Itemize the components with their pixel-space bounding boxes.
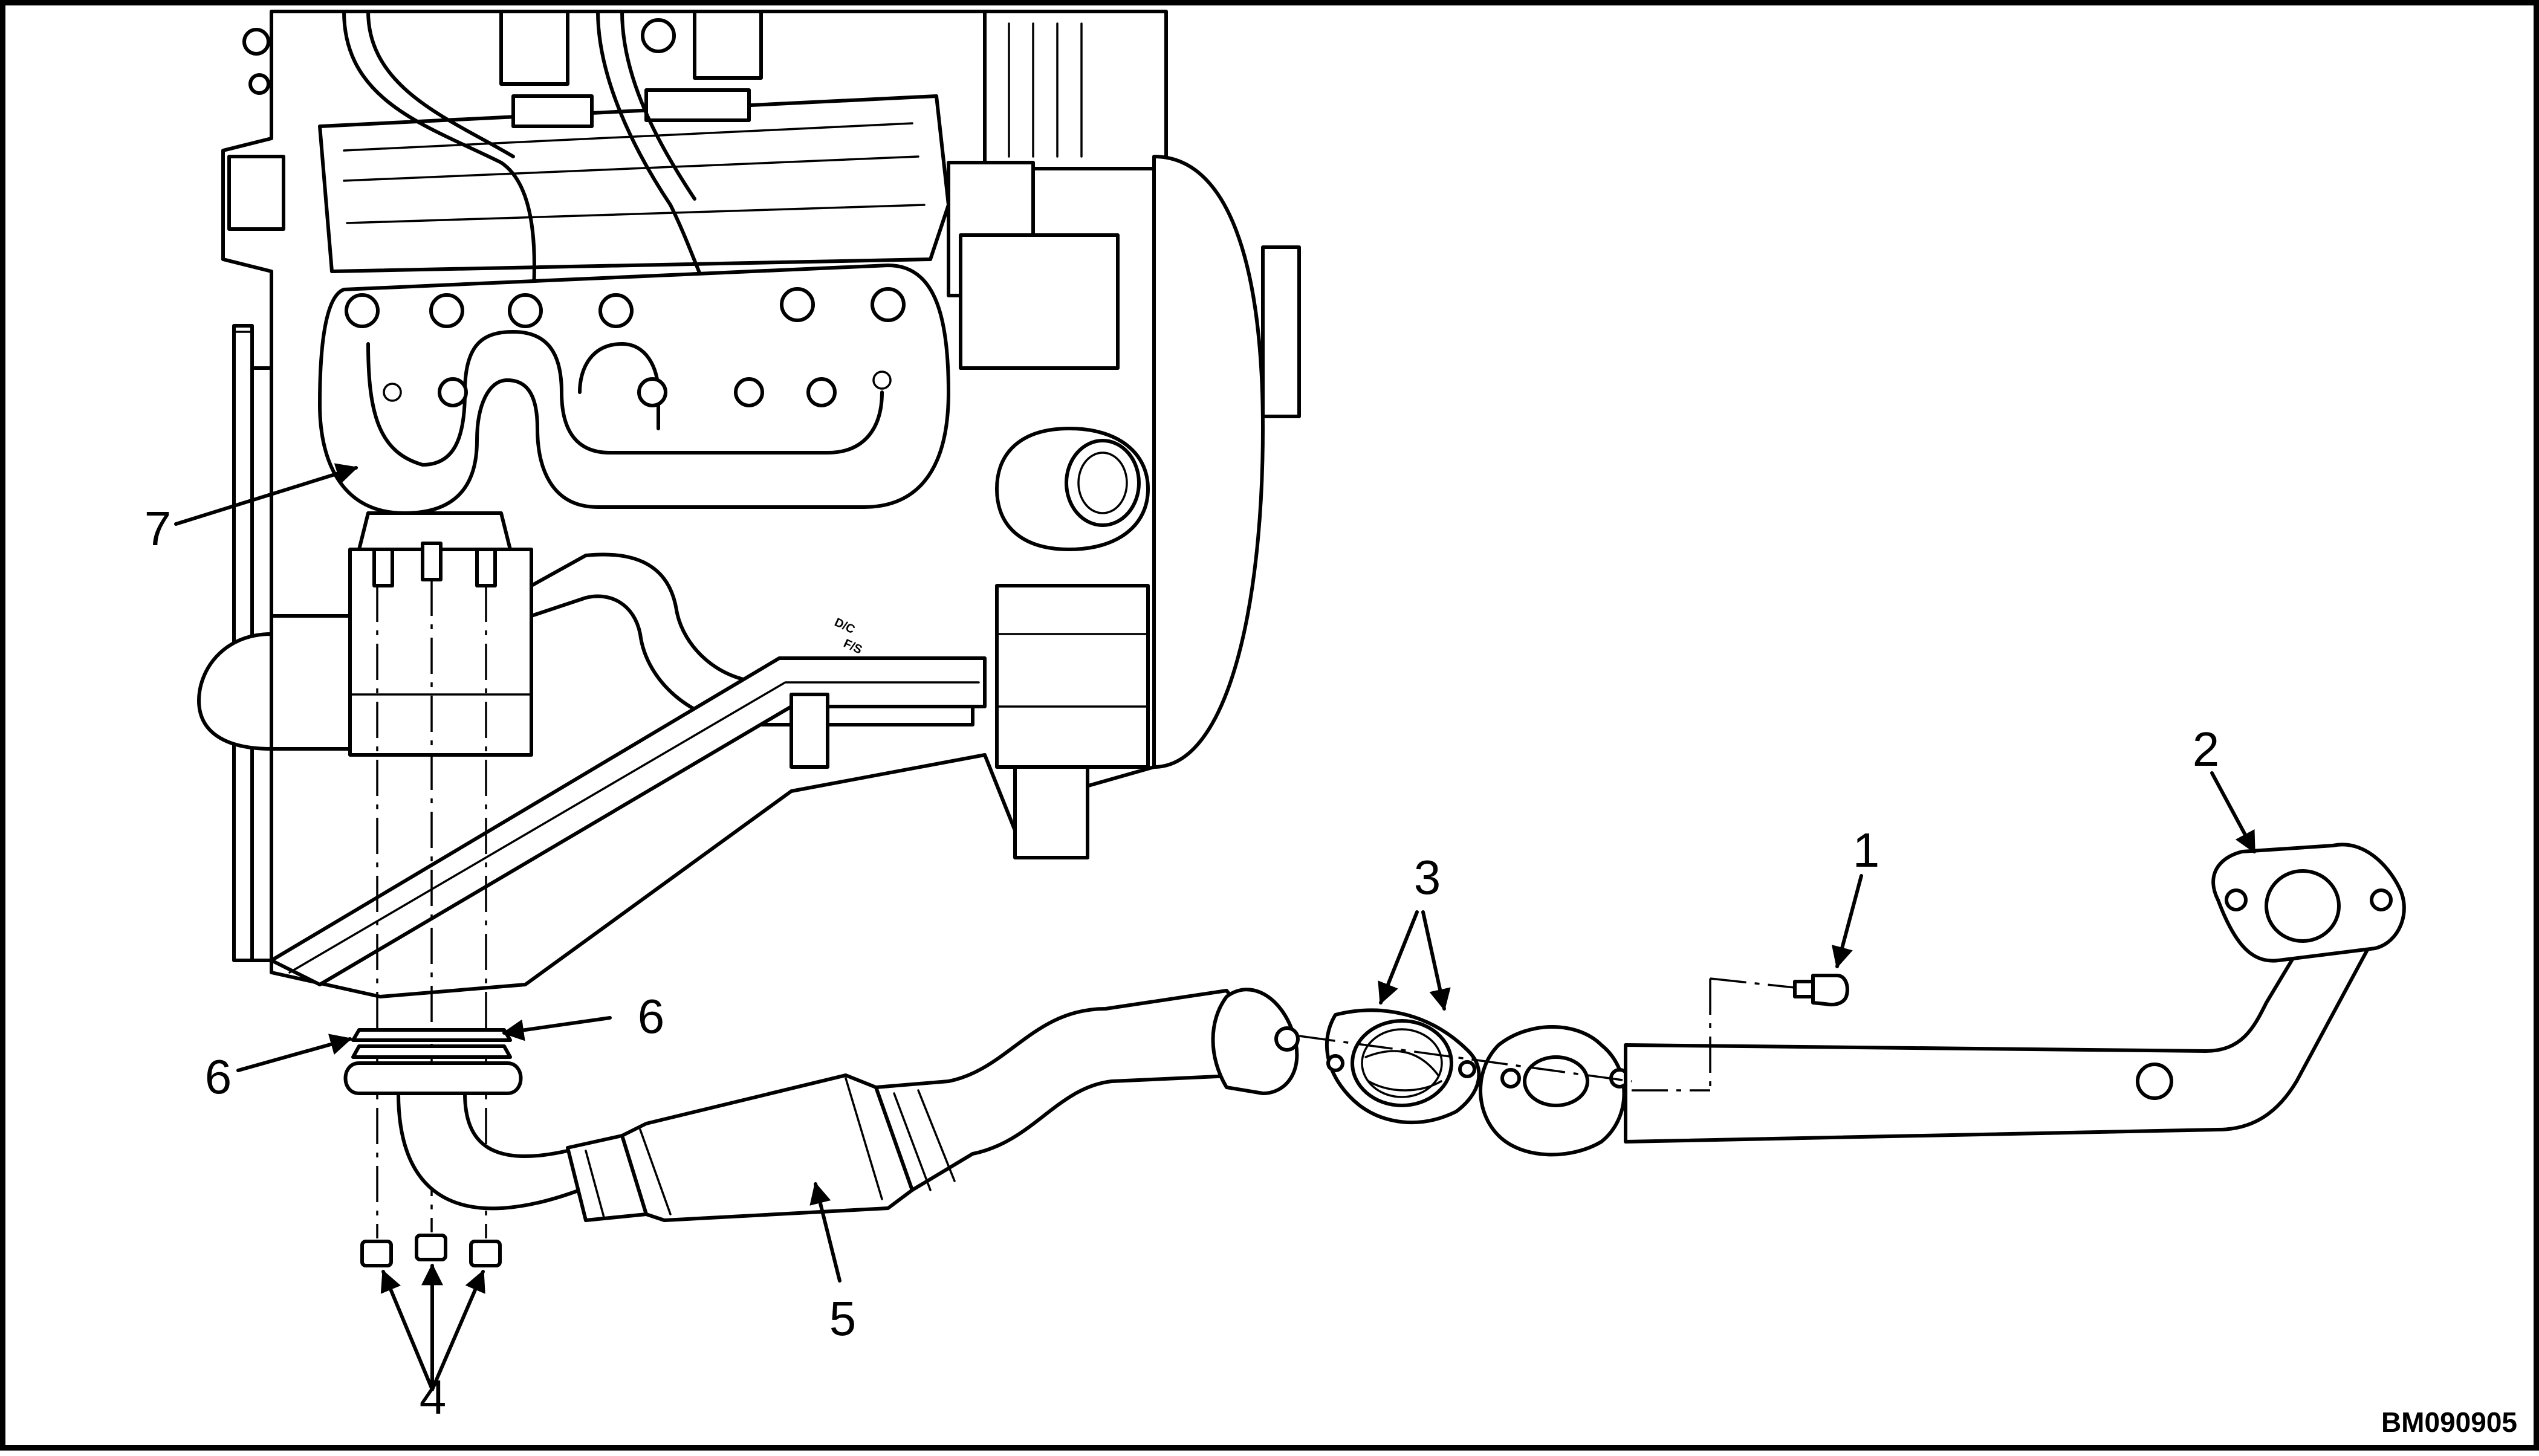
callout-4: 4 <box>420 1370 447 1424</box>
callout-2: 2 <box>2193 722 2220 776</box>
rear-exhaust-pipe <box>1479 843 2406 1157</box>
callout-6-left: 6 <box>205 1050 232 1104</box>
flange-seals <box>1325 1008 1481 1125</box>
alternator <box>947 10 1168 297</box>
callout-leaders <box>174 463 2256 1391</box>
manifold-port-studs <box>345 287 906 407</box>
callout-5: 5 <box>829 1292 857 1345</box>
flange-bolt <box>1793 974 1849 1007</box>
joint-centerlines <box>1299 977 1795 1092</box>
manifold-gasket <box>351 1028 512 1059</box>
diagram-drawing: D/C F/S <box>144 10 2517 1438</box>
front-exhaust-pipe <box>343 988 1300 1222</box>
stud-nuts <box>360 1234 502 1267</box>
callout-7: 7 <box>144 502 172 555</box>
callout-3: 3 <box>1414 850 1441 904</box>
figure-code: BM090905 <box>2381 1406 2517 1438</box>
crossover-pipe <box>270 552 987 986</box>
callout-6-right: 6 <box>638 989 665 1043</box>
callout-1: 1 <box>1853 823 1880 877</box>
callout-labels: 1 2 3 4 5 6 6 7 <box>144 502 2220 1424</box>
